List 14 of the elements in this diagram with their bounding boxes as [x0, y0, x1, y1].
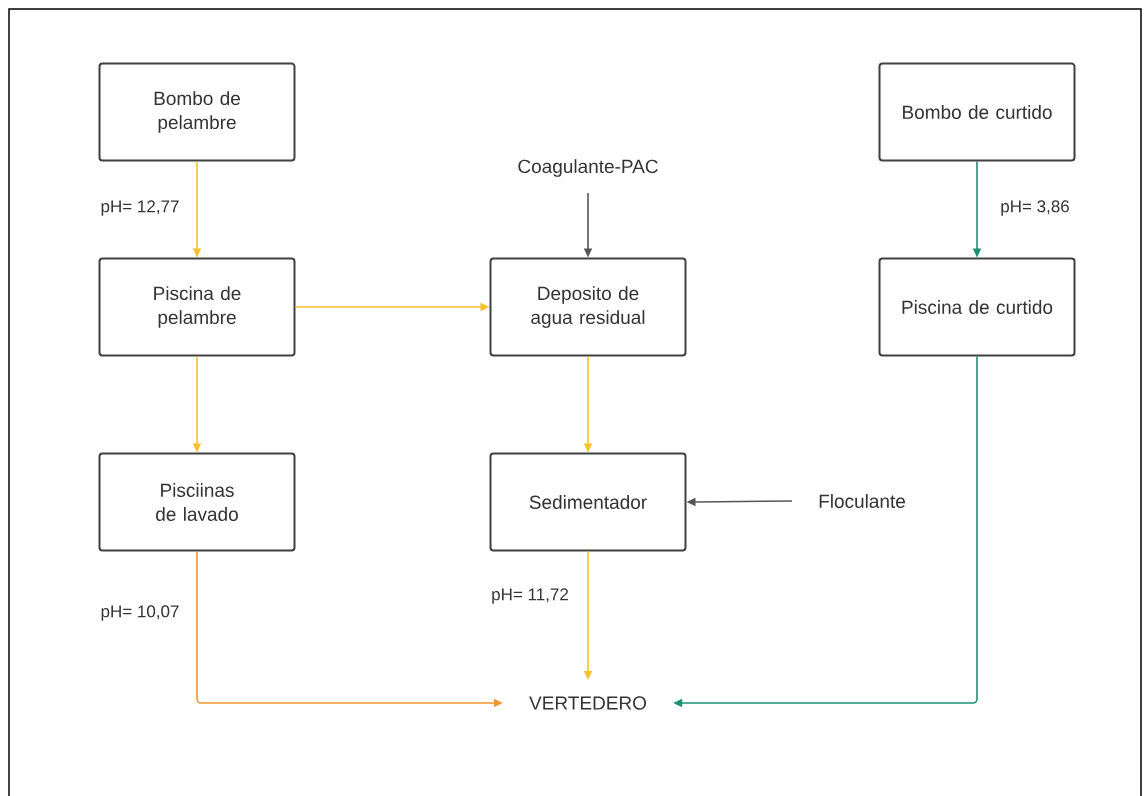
process-box: Sedimentador	[489, 452, 687, 552]
edge-label: pH= 3,86	[1001, 200, 1069, 216]
process-box: Piscina de curtido	[878, 257, 1076, 357]
input-label: Floculante	[819, 494, 905, 508]
input-label: Coagulante-PAC	[518, 159, 658, 177]
process-box: Pisciinas de lavado	[98, 452, 296, 552]
edge-label: pH= 11,72	[492, 588, 568, 604]
process-box: Deposito de agua residual	[489, 257, 687, 357]
edge-label: pH= 12,77	[101, 200, 179, 216]
process-box: Piscina de pelambre	[98, 257, 296, 357]
edge-label: pH= 10,07	[101, 605, 179, 621]
output-label: VERTEDERO	[529, 696, 647, 710]
process-box: Bombo de curtido	[878, 62, 1076, 162]
process-box: Bombo de pelambre	[98, 62, 296, 162]
